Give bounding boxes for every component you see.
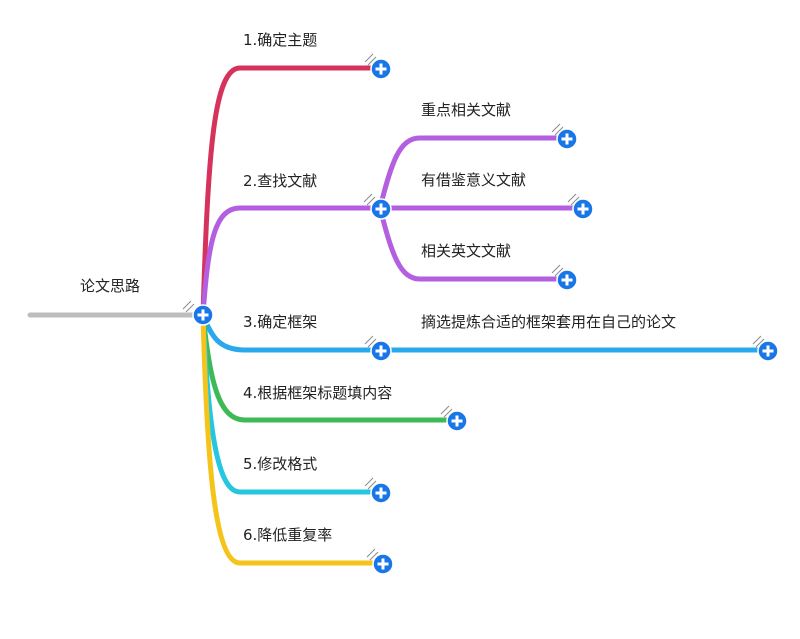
plus-icon <box>577 203 589 215</box>
plus-icon <box>377 558 389 570</box>
branch-1-label[interactable]: 1.确定主题 <box>243 31 318 49</box>
branch-1-expand-button[interactable] <box>370 58 392 80</box>
resize-grip-icon[interactable] <box>551 264 564 277</box>
expand-buttons <box>192 58 779 575</box>
branch-3-label[interactable]: 3.确定框架 <box>243 313 318 331</box>
sub-2-1-label[interactable]: 重点相关文献 <box>421 101 512 119</box>
plus-icon <box>762 345 774 357</box>
plus-icon <box>375 345 387 357</box>
plus-icon <box>451 415 463 427</box>
plus-icon <box>197 309 209 321</box>
resize-grip-icon[interactable] <box>364 335 377 348</box>
resize-grip-icon[interactable] <box>752 335 765 348</box>
root-label[interactable]: 论文思路 <box>80 277 141 295</box>
branch-6-label[interactable]: 6.降低重复率 <box>243 526 333 544</box>
root-expand-button[interactable] <box>192 304 214 326</box>
sub-2-3-expand-button[interactable] <box>556 269 578 291</box>
branch-3-expand-button[interactable] <box>370 340 392 362</box>
sub-2-3-connector <box>377 207 567 282</box>
branch-5-expand-button[interactable] <box>370 482 392 504</box>
branch-2-label[interactable]: 2.查找文献 <box>243 172 318 190</box>
resize-grip-icon[interactable] <box>364 477 377 490</box>
resize-grips <box>182 53 765 561</box>
branch-4-expand-button[interactable] <box>446 410 468 432</box>
sub-3-1-label[interactable]: 摘选提炼合适的框架套用在自己的论文 <box>421 313 677 331</box>
branch-4-label[interactable]: 4.根据框架标题填内容 <box>243 384 393 402</box>
branch-6-expand-button[interactable] <box>372 553 394 575</box>
plus-icon <box>375 203 387 215</box>
plus-icon <box>561 133 573 145</box>
sub-2-2-expand-button[interactable] <box>572 198 594 220</box>
sub-3-1-expand-button[interactable] <box>757 340 779 362</box>
plus-icon <box>561 274 573 286</box>
sub-2-3-label[interactable]: 相关英文文献 <box>421 242 512 260</box>
resize-grip-icon[interactable] <box>551 123 564 136</box>
branch-2-expand-button[interactable] <box>370 198 392 220</box>
plus-icon <box>375 487 387 499</box>
resize-grip-icon[interactable] <box>363 193 376 206</box>
branch-1-connector <box>200 65 380 316</box>
branch-5-label[interactable]: 5.修改格式 <box>243 455 318 473</box>
resize-grip-icon[interactable] <box>364 53 377 66</box>
resize-grip-icon[interactable] <box>567 193 580 206</box>
sub-2-1-connector <box>377 135 567 209</box>
branch-6-connector <box>200 314 382 566</box>
resize-grip-icon[interactable] <box>440 405 453 418</box>
sub-2-2-label[interactable]: 有借鉴意义文献 <box>421 171 527 189</box>
branch-4-connector <box>200 314 456 423</box>
plus-icon <box>375 63 387 75</box>
sub-2-1-expand-button[interactable] <box>556 128 578 150</box>
branch-2-connector <box>200 205 380 316</box>
resize-grip-icon[interactable] <box>182 300 195 313</box>
resize-grip-icon[interactable] <box>366 548 379 561</box>
